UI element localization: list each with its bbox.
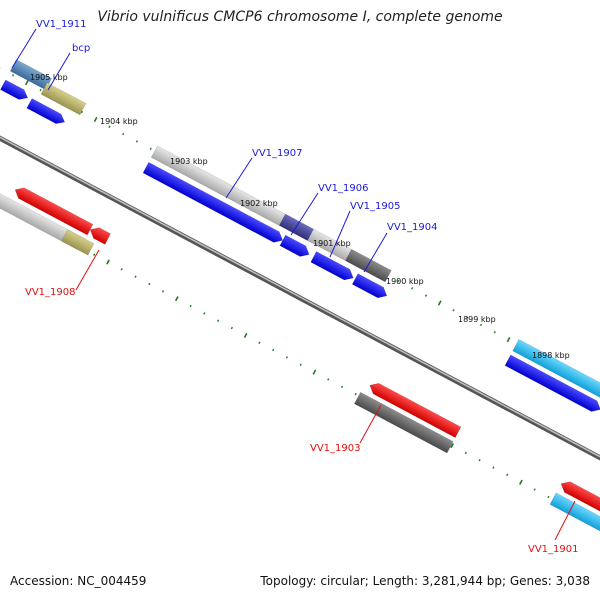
accession-text: Accession: NC_004459 — [10, 574, 147, 588]
svg-text:VV1_1911: VV1_1911 — [36, 19, 87, 30]
ruler-tick — [174, 296, 179, 302]
ruler-tick — [11, 74, 15, 77]
svg-text:VV1_1905: VV1_1905 — [350, 201, 401, 212]
ruler-tick — [533, 488, 536, 491]
ruler-tick — [397, 279, 400, 283]
ruler-tick — [547, 495, 550, 499]
ruler-label: 1903 kbp — [170, 157, 208, 166]
svg-text:VV1_1904: VV1_1904 — [387, 222, 438, 233]
ruler-tick — [285, 356, 289, 359]
gene-label-vv1-1911[interactable]: VV1_1911 — [11, 19, 87, 69]
gene-labels[interactable]: VV1_1911 bcp VV1_1907 VV1_1906 VV1_1905 … — [11, 19, 579, 555]
ruler-tick — [424, 294, 428, 297]
ruler-labels: 1905 kbp 1904 kbp 1903 kbp 1902 kbp 1901… — [30, 73, 570, 360]
ruler-tick — [452, 309, 455, 312]
ruler-tick — [243, 332, 248, 338]
gene-vv1-1898-cds[interactable] — [504, 354, 600, 415]
ruler-label: 1901 kbp — [313, 239, 351, 248]
ruler-tick — [411, 287, 414, 290]
ruler-tick — [437, 300, 442, 306]
ruler-tick — [493, 331, 496, 334]
ruler-tick — [519, 479, 523, 485]
ruler-label: 1899 kbp — [458, 315, 496, 324]
ruler-tick — [80, 110, 83, 114]
ruler-tick — [340, 385, 344, 389]
ruler-label: 1902 kbp — [240, 199, 278, 208]
ruler-tick — [93, 253, 96, 256]
ruler-label: 1898 kbp — [532, 351, 570, 360]
ruler-tick — [230, 326, 233, 330]
gene-vv1-1898-rna[interactable] — [512, 339, 600, 401]
ruler-tick — [464, 451, 467, 455]
gene-label-vv1-1903[interactable]: VV1_1903 — [310, 404, 382, 454]
ruler-label: 1905 kbp — [30, 73, 68, 82]
ruler-label: 1900 kbp — [386, 277, 424, 286]
ruler-tick — [120, 268, 123, 271]
ruler-tick — [39, 88, 42, 92]
ruler-tick — [189, 304, 192, 308]
ruler-tick — [466, 316, 469, 319]
ruler-tick — [478, 459, 481, 462]
ruler-tick — [122, 132, 125, 136]
ruler-tick — [217, 319, 220, 322]
gene-vv1-1908b-cds[interactable] — [87, 224, 112, 245]
ruler-tick — [93, 116, 98, 122]
chromosome-backbone — [0, 135, 600, 461]
gene-vv1-1908c-rna[interactable] — [61, 229, 95, 256]
gene-label-vv1-1904[interactable]: VV1_1904 — [363, 222, 438, 273]
ruler-tick — [108, 125, 111, 128]
ruler-tick — [258, 341, 261, 344]
gene-vv1-1905-cds[interactable] — [310, 251, 356, 284]
svg-text:VV1_1906: VV1_1906 — [318, 183, 369, 194]
gene-vv1-1903-rna[interactable] — [353, 391, 454, 454]
gene-vv1-1904-cds[interactable] — [351, 273, 389, 302]
gene-label-vv1-1908[interactable]: VV1_1908 — [25, 249, 100, 298]
gene-label-vv1-1901[interactable]: VV1_1901 — [528, 500, 579, 555]
ruler-tick — [506, 473, 509, 477]
ruler-tick — [149, 147, 152, 150]
gene-vv1-1911-cds[interactable] — [0, 79, 30, 103]
ruler-tick — [148, 282, 151, 286]
ruler-tick — [134, 275, 137, 278]
svg-text:VV1_1907: VV1_1907 — [252, 148, 303, 159]
gene-vv1-1906-cds[interactable] — [279, 234, 312, 260]
ruler-tick — [299, 363, 302, 366]
ruler-tick — [203, 312, 206, 315]
map-title: Vibrio vulnificus CMCP6 chromosome I, co… — [97, 9, 503, 25]
gene-label-vv1-1906[interactable]: VV1_1906 — [290, 183, 369, 236]
ruler-tick — [272, 348, 275, 352]
ruler-tick — [135, 140, 139, 143]
ruler-tick — [312, 369, 317, 375]
ruler-label: 1904 kbp — [100, 117, 138, 126]
ruler-tick — [479, 323, 483, 327]
ruler-tick — [354, 392, 357, 396]
feature-track[interactable] — [0, 59, 600, 536]
gene-label-vv1-1905[interactable]: VV1_1905 — [329, 201, 401, 258]
ruler-tick — [24, 80, 29, 86]
svg-text:bcp: bcp — [72, 43, 90, 54]
gene-vv1-1908-cds[interactable] — [12, 184, 94, 236]
topology-text: Topology: circular; Length: 3,281,944 bp… — [260, 574, 590, 588]
ruler-tick — [327, 378, 330, 381]
gene-vv1-1907-cds[interactable] — [142, 161, 285, 245]
ruler-tick — [161, 290, 165, 293]
ruler-tick — [506, 337, 511, 343]
svg-text:VV1_1901: VV1_1901 — [528, 544, 579, 555]
svg-text:VV1_1903: VV1_1903 — [310, 443, 361, 454]
gene-bcp-rna[interactable] — [40, 82, 87, 116]
ruler-tick — [106, 259, 110, 265]
gene-vv1-1903-cds[interactable] — [367, 380, 462, 438]
gene-label-bcp[interactable]: bcp — [47, 43, 90, 91]
ruler-tick — [450, 442, 454, 449]
gene-vv1-1904-rna[interactable] — [345, 248, 392, 283]
gene-label-vv1-1907[interactable]: VV1_1907 — [225, 148, 303, 199]
gene-bcp-cds[interactable] — [26, 98, 67, 127]
gene-vv1-1901-rna[interactable] — [549, 492, 600, 534]
gene-vv1-1901-cds[interactable] — [558, 478, 600, 518]
svg-text:VV1_1908: VV1_1908 — [25, 287, 76, 298]
ruler-tick — [492, 466, 495, 469]
